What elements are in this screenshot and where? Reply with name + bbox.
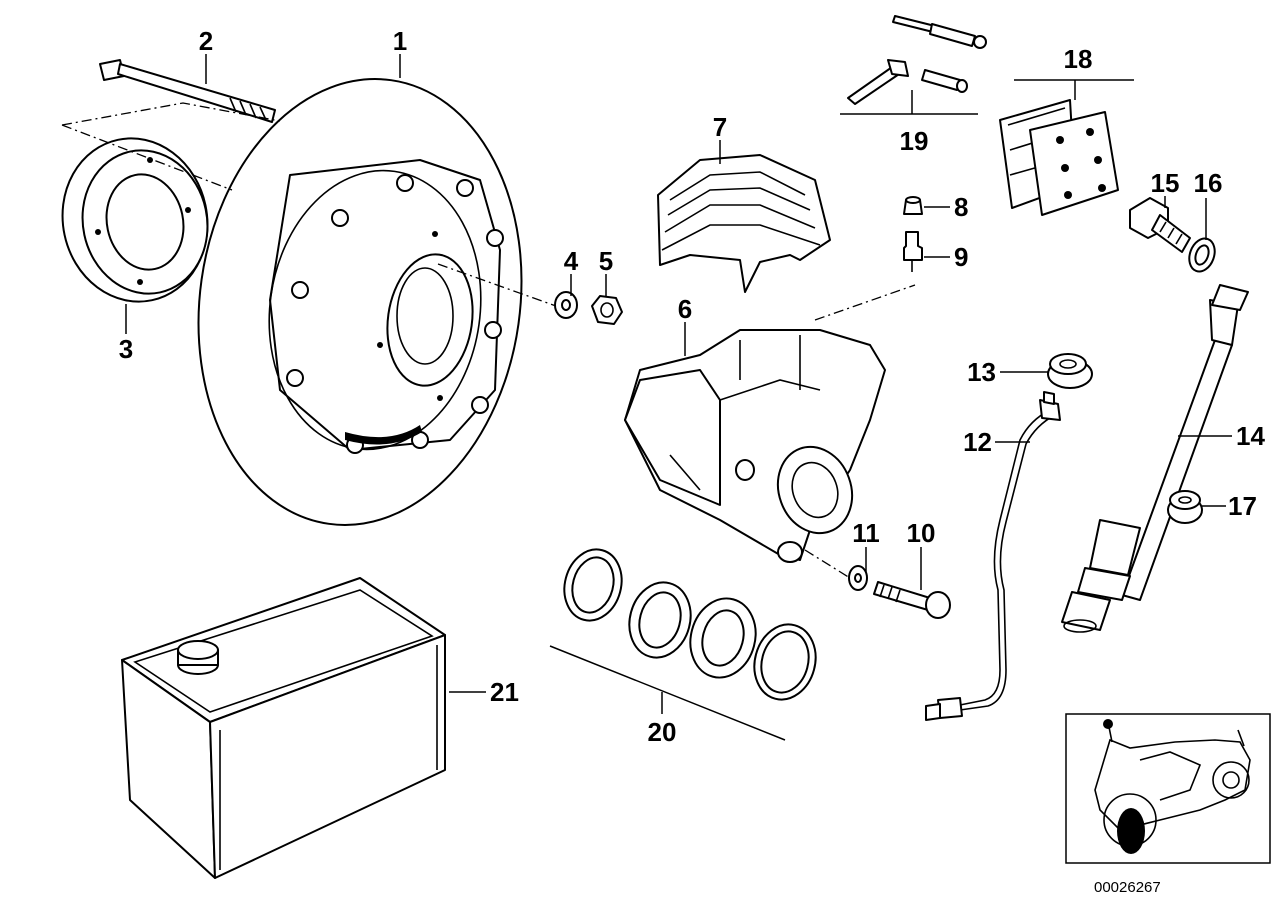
part-label-14: 14 — [1236, 421, 1265, 451]
brake-hose — [1061, 284, 1249, 633]
seal-rings — [563, 548, 817, 701]
retaining-pins — [847, 15, 987, 105]
part-labels: 1 2 3 4 5 6 7 8 9 10 11 12 13 14 15 16 1… — [119, 26, 1266, 747]
sealing-ring — [1188, 237, 1216, 273]
brake-fluid-can — [121, 577, 446, 879]
brake-pipe — [925, 391, 1061, 721]
brake-disc — [197, 78, 523, 526]
part-label-15: 15 — [1151, 168, 1180, 198]
part-label-6: 6 — [678, 294, 692, 324]
leader-lines — [125, 54, 1232, 741]
part-label-10: 10 — [907, 518, 936, 548]
part-label-9: 9 — [954, 242, 968, 272]
long-bolt — [99, 59, 276, 123]
banjo-bolt — [1129, 197, 1191, 253]
part-label-8: 8 — [954, 192, 968, 222]
caliper-cover — [657, 154, 831, 293]
part-label-1: 1 — [393, 26, 407, 56]
part-label-2: 2 — [199, 26, 213, 56]
lock-washer — [848, 565, 868, 591]
part-label-12: 12 — [963, 427, 992, 457]
rubber-grommet — [1167, 490, 1203, 524]
washer — [554, 291, 578, 319]
brake-pads — [999, 99, 1119, 216]
hex-nut — [591, 295, 623, 325]
part-label-20: 20 — [648, 717, 677, 747]
motorcycle-locator-inset — [1065, 713, 1271, 864]
grommet — [1047, 353, 1093, 389]
part-label-7: 7 — [713, 112, 727, 142]
caliper-screw — [873, 581, 951, 619]
brake-caliper — [624, 329, 886, 563]
part-label-4: 4 — [564, 246, 579, 276]
bleed-cap — [903, 196, 923, 215]
part-label-3: 3 — [119, 334, 133, 364]
part-label-11: 11 — [852, 518, 880, 548]
spacer-ring — [61, 137, 209, 303]
part-label-21: 21 — [490, 677, 519, 707]
part-label-18: 18 — [1064, 44, 1093, 74]
part-label-16: 16 — [1194, 168, 1223, 198]
part-label-17: 17 — [1228, 491, 1257, 521]
part-label-5: 5 — [599, 246, 613, 276]
part-label-13: 13 — [967, 357, 996, 387]
part-label-19: 19 — [900, 126, 929, 156]
bleed-valve — [903, 231, 923, 272]
document-number: 00026267 — [1094, 879, 1161, 896]
